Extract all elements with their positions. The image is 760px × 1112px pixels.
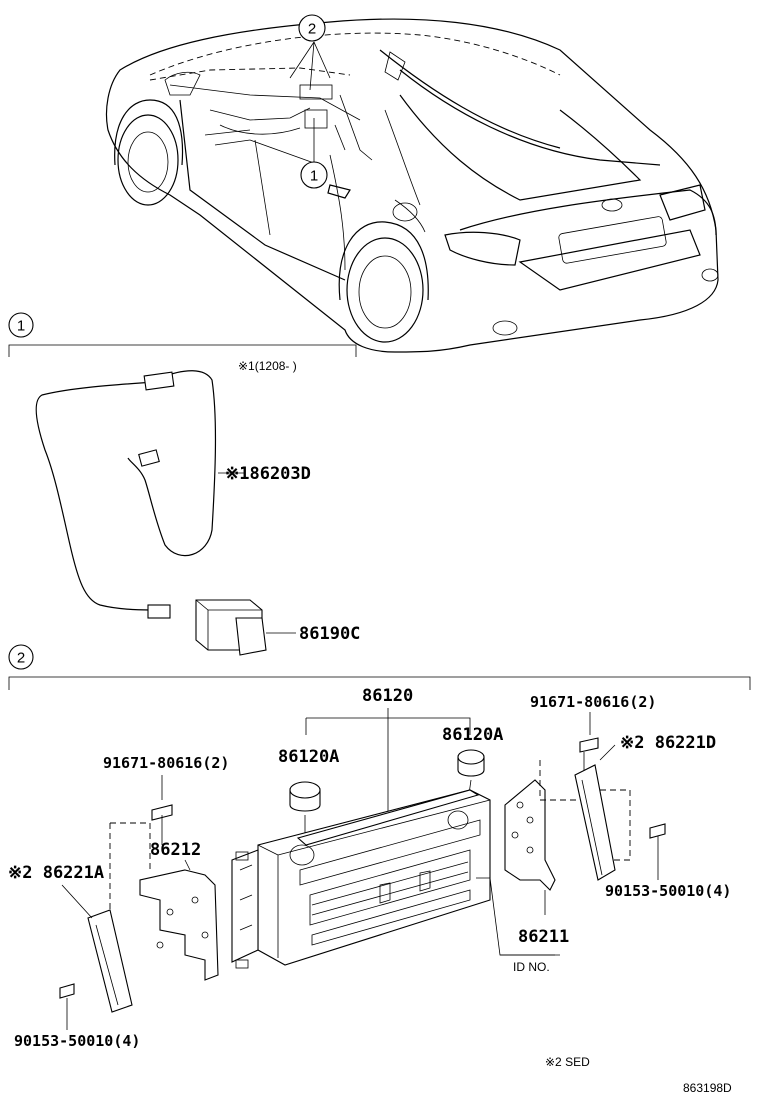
part-86190C-label: 86190C xyxy=(299,624,360,644)
part-91671-right-label: 91671-80616(2) xyxy=(530,693,656,711)
part-86120A-left-label: 86120A xyxy=(278,747,339,767)
section-1-marker-label: 1 xyxy=(17,318,25,335)
screw-left xyxy=(151,775,173,845)
knob-right xyxy=(457,749,485,816)
section-1-marker xyxy=(8,312,34,338)
bolt-right xyxy=(649,823,666,880)
bracket-86221D xyxy=(539,744,631,881)
section-2: 2 86120 86120A 86120A xyxy=(8,644,751,1069)
part-90153-right-label: 90153-50010(4) xyxy=(605,882,731,900)
callout-1-car-label: 1 xyxy=(310,168,318,185)
part-86221A-label: ※2 86221A xyxy=(8,863,104,883)
section-1: 1 ※1(1208- ) ※186203D 86190C xyxy=(8,312,360,656)
bracket-left xyxy=(109,822,219,1000)
antenna-connector xyxy=(195,599,296,656)
callout-1-car: 1 xyxy=(300,161,328,189)
knob-left xyxy=(289,781,321,850)
callout-2-top-label: 2 xyxy=(308,21,316,38)
callout-2-top: 2 xyxy=(298,14,326,42)
section-1-note: ※1(1208- ) xyxy=(238,359,297,373)
section-2-bracket xyxy=(8,676,751,690)
part-86120A-right-label: 86120A xyxy=(442,725,503,745)
part-90153-left-label: 90153-50010(4) xyxy=(14,1032,140,1050)
sed-note: ※2 SED xyxy=(545,1055,590,1069)
bracket-right xyxy=(504,779,556,915)
bolt-left xyxy=(59,983,75,1030)
section-1-bracket xyxy=(8,344,357,357)
radio-unit xyxy=(231,789,555,969)
diagram-id: 863198D xyxy=(683,1081,732,1095)
car-illustration xyxy=(105,18,719,353)
bracket-86221A xyxy=(61,884,133,1013)
part-86203D-label: ※186203D xyxy=(225,464,311,484)
section-2-marker-label: 2 xyxy=(17,650,25,667)
part-86221D-label: ※2 86221D xyxy=(620,733,716,753)
part-86120-label: 86120 xyxy=(362,686,413,706)
part-86211-label: 86211 xyxy=(518,927,569,947)
section-2-marker xyxy=(8,644,34,670)
id-no-label: ID NO. xyxy=(513,960,550,974)
part-91671-left-label: 91671-80616(2) xyxy=(103,754,229,772)
antenna-cable xyxy=(35,370,244,619)
part-86212-label: 86212 xyxy=(150,840,201,860)
